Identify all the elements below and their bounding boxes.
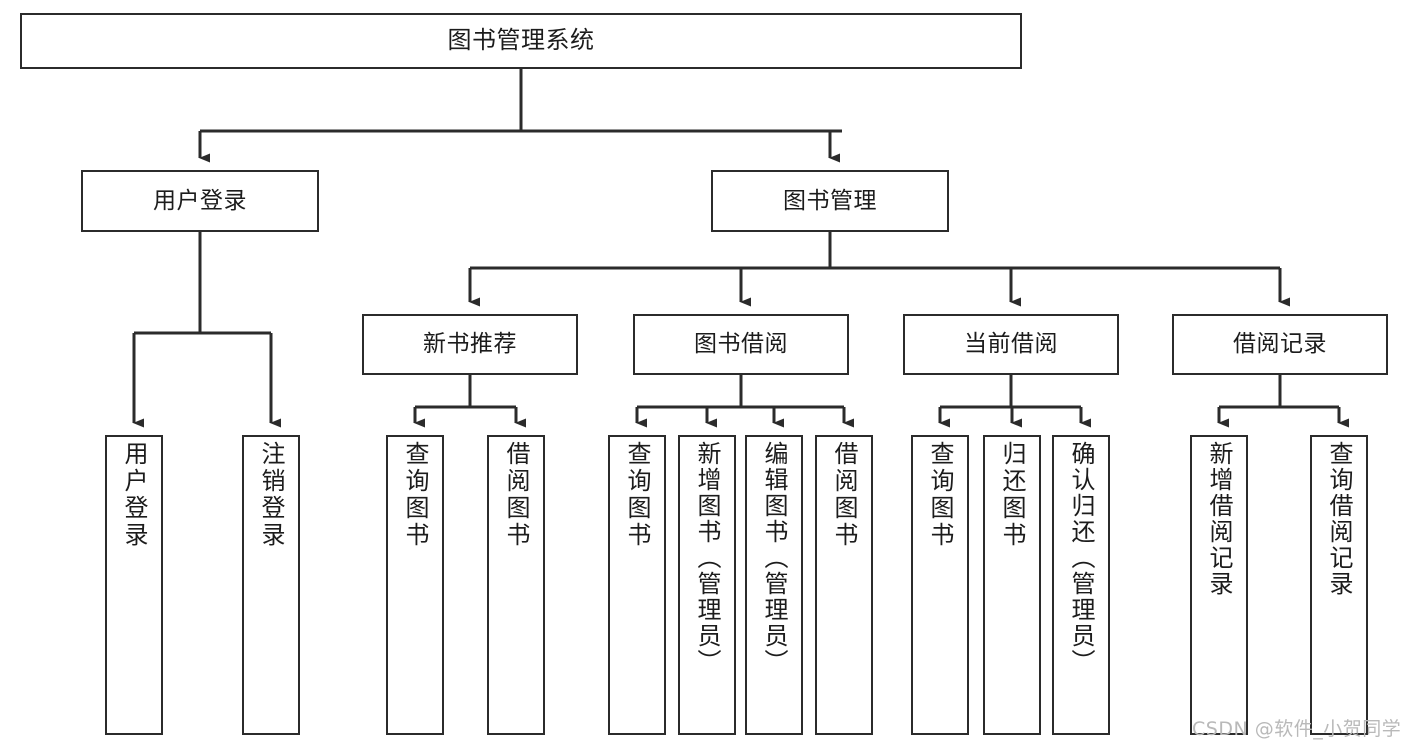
node-user-login-label: 用户登录: [153, 187, 247, 214]
leaf-borrow-book-2[interactable]: 借阅图书: [815, 435, 873, 735]
leaf-query-book-2[interactable]: 查询图书: [608, 435, 666, 735]
leaf-query-book-2-label: 查询图书: [623, 441, 651, 549]
leaf-query-record-label: 查询借阅记录: [1325, 441, 1353, 597]
leaf-edit-book-label: 编辑图书（管理员）: [760, 441, 788, 675]
node-user-login[interactable]: 用户登录: [81, 170, 319, 232]
watermark: CSDN @软件_小贺同学: [1192, 718, 1402, 740]
node-book-manage-label: 图书管理: [783, 187, 877, 214]
leaf-confirm-return[interactable]: 确认归还（管理员）: [1052, 435, 1110, 735]
node-root-label: 图书管理系统: [447, 26, 595, 55]
leaf-user-login[interactable]: 用户登录: [105, 435, 163, 735]
node-book-borrow-label: 图书借阅: [694, 331, 788, 358]
node-current-borrow-label: 当前借阅: [964, 331, 1058, 358]
leaf-return-book-label: 归还图书: [998, 441, 1026, 549]
leaf-user-logout[interactable]: 注销登录: [242, 435, 300, 735]
node-current-borrow[interactable]: 当前借阅: [903, 314, 1119, 375]
leaf-add-record[interactable]: 新增借阅记录: [1190, 435, 1248, 735]
node-book-manage[interactable]: 图书管理: [711, 170, 949, 232]
leaf-return-book[interactable]: 归还图书: [983, 435, 1041, 735]
leaf-user-login-label: 用户登录: [120, 441, 148, 549]
leaf-edit-book[interactable]: 编辑图书（管理员）: [745, 435, 803, 735]
leaf-add-book-label: 新增图书（管理员）: [693, 441, 721, 675]
leaf-add-record-label: 新增借阅记录: [1205, 441, 1233, 597]
leaf-borrow-book-1[interactable]: 借阅图书: [487, 435, 545, 735]
node-root[interactable]: 图书管理系统: [20, 13, 1022, 69]
node-borrow-record[interactable]: 借阅记录: [1172, 314, 1388, 375]
leaf-borrow-book-1-label: 借阅图书: [502, 441, 530, 549]
leaf-query-book-3[interactable]: 查询图书: [911, 435, 969, 735]
leaf-query-book-1-label: 查询图书: [401, 441, 429, 549]
leaf-confirm-return-label: 确认归还（管理员）: [1067, 441, 1095, 675]
node-new-book-recommend[interactable]: 新书推荐: [362, 314, 578, 375]
leaf-query-record[interactable]: 查询借阅记录: [1310, 435, 1368, 735]
leaf-add-book[interactable]: 新增图书（管理员）: [678, 435, 736, 735]
leaf-query-book-3-label: 查询图书: [926, 441, 954, 549]
node-new-book-recommend-label: 新书推荐: [423, 331, 517, 358]
node-book-borrow[interactable]: 图书借阅: [633, 314, 849, 375]
leaf-borrow-book-2-label: 借阅图书: [830, 441, 858, 549]
leaf-query-book-1[interactable]: 查询图书: [386, 435, 444, 735]
leaf-user-logout-label: 注销登录: [257, 441, 285, 549]
node-borrow-record-label: 借阅记录: [1233, 331, 1327, 358]
